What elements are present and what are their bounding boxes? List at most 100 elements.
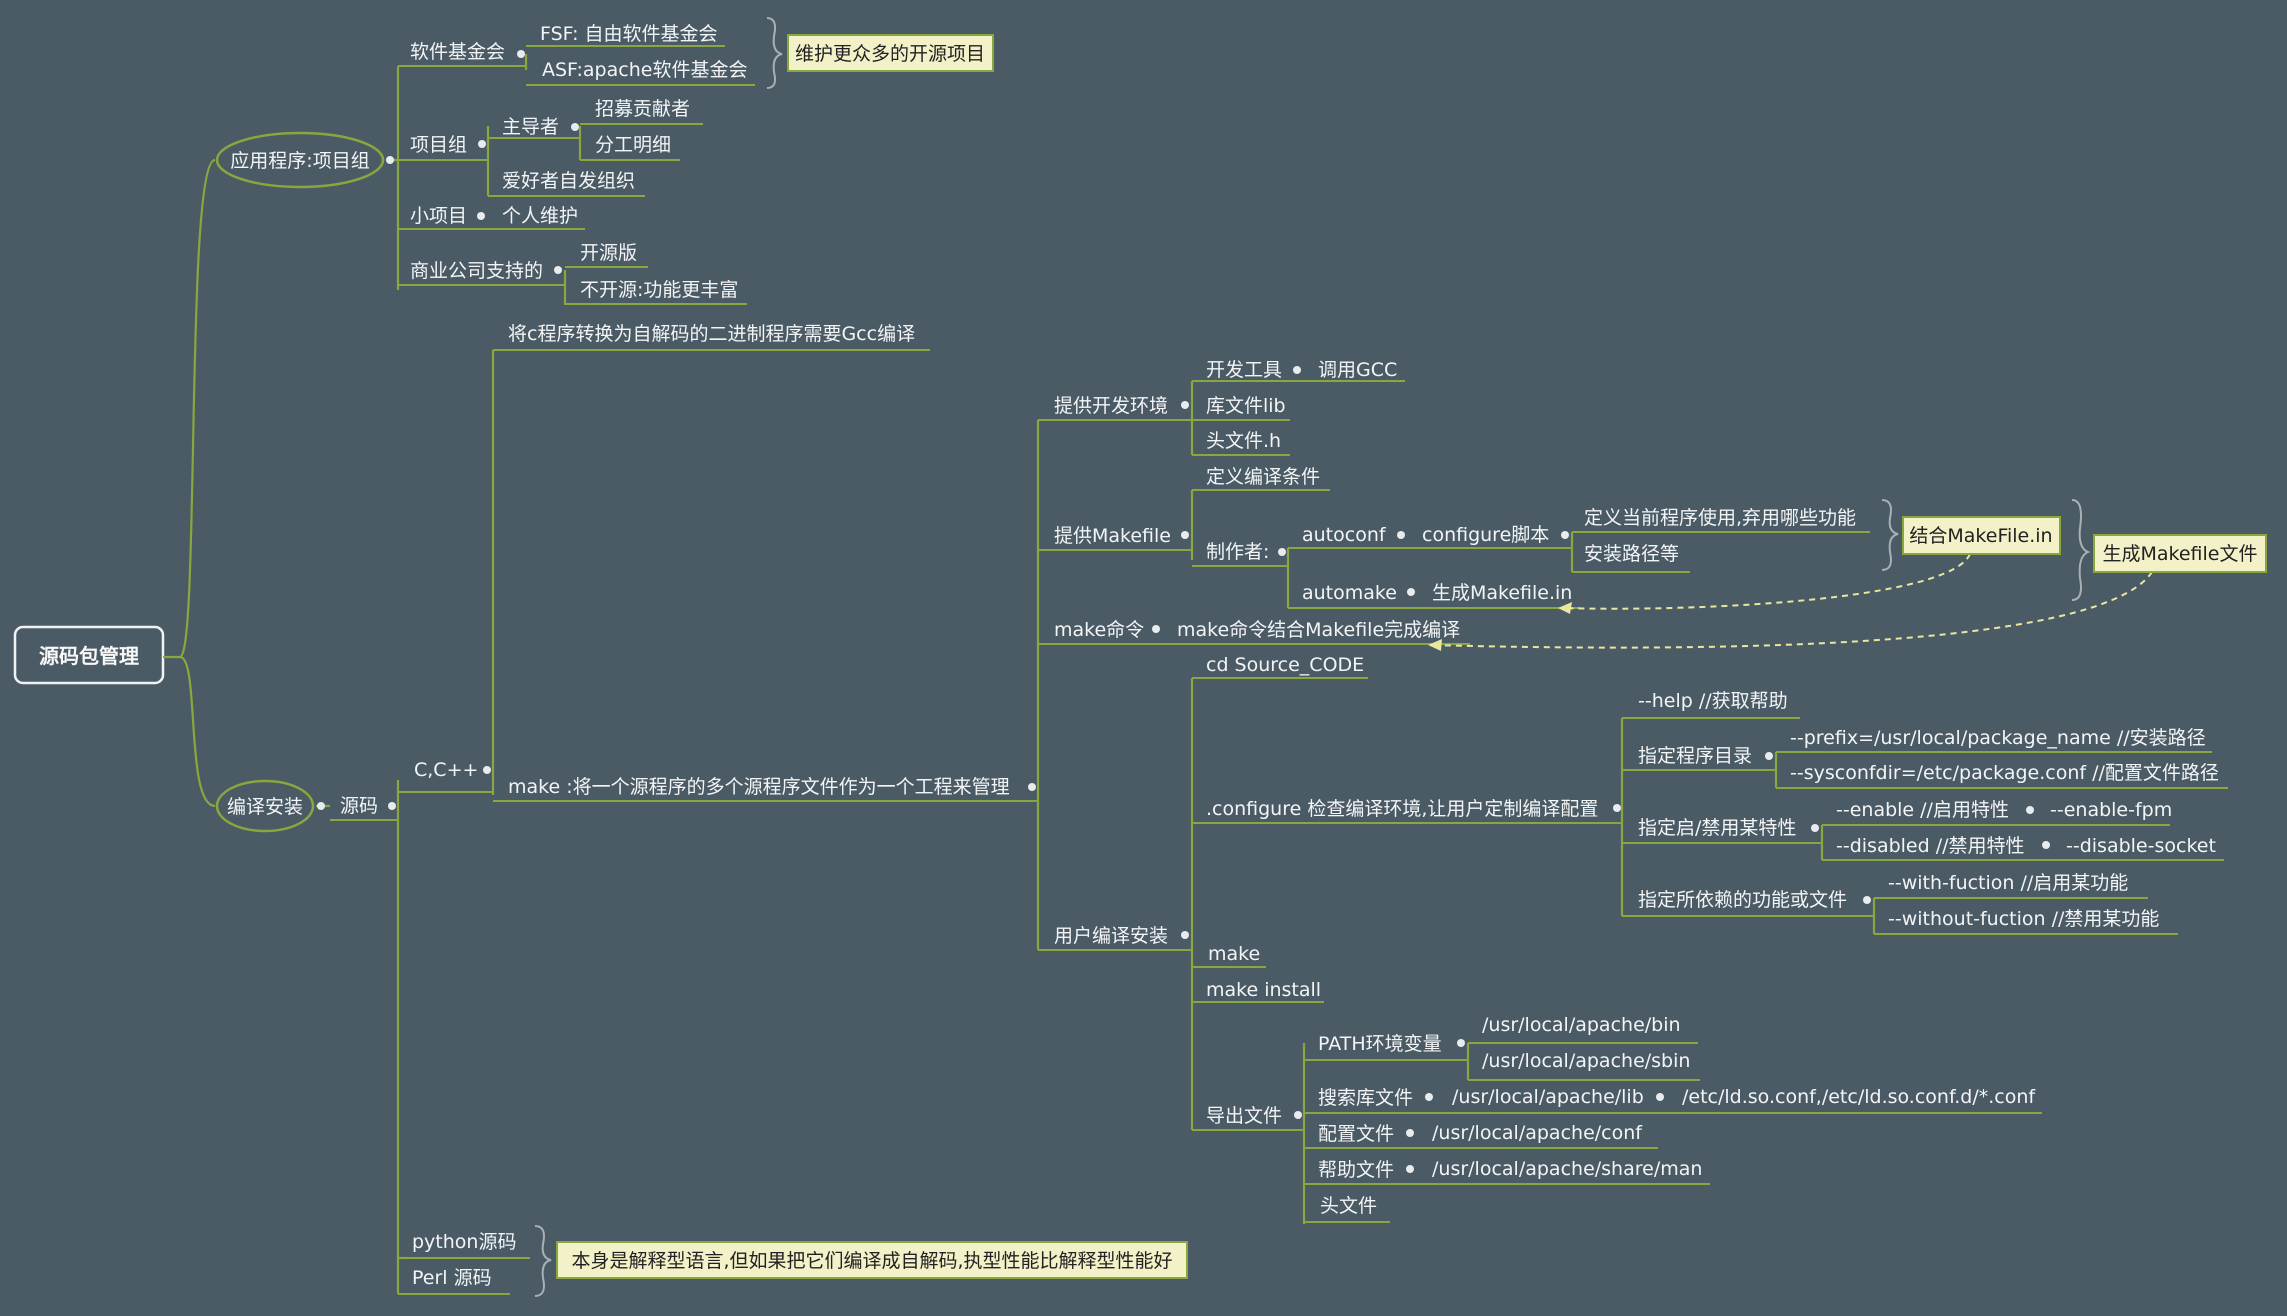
header-label: 头文件.h [1206, 430, 1281, 452]
disabled-label: --disabled //禁用特性 [1836, 835, 2025, 857]
leader-dot [571, 123, 579, 131]
configure-script-dot [1561, 531, 1569, 539]
search-lib-dot [1425, 1093, 1433, 1101]
define-features-label: 定义当前程序使用,弃用哪些功能 [1584, 507, 1856, 529]
source-dot [388, 802, 396, 810]
automake-label: automake [1302, 582, 1397, 604]
help-label: --help //获取帮助 [1638, 690, 1788, 712]
braces [534, 17, 2091, 1297]
hobby-label: 爱好者自发组织 [502, 170, 635, 192]
root-node[interactable]: 源码包管理 [13, 625, 165, 685]
enable-dot [2026, 806, 2034, 814]
configure-script-label: configure脚本 [1422, 524, 1549, 546]
app-dot [386, 156, 394, 164]
commercial-label: 商业公司支持的 [410, 260, 543, 282]
dev-tool-label: 开发工具 [1206, 359, 1282, 381]
note-gen-label: 生成Makefile文件 [2103, 543, 2258, 565]
connectors [178, 54, 1876, 1294]
note-maintain[interactable]: 维护更众多的开源项目 [787, 34, 994, 72]
node-compile[interactable]: 编译安装 [215, 779, 315, 833]
fsf-label: FSF: 自由软件基金会 [540, 23, 718, 45]
dependency-label: 指定所依赖的功能或文件 [1638, 889, 1847, 911]
compile-oval [215, 779, 315, 833]
dev-env-label: 提供开发环境 [1054, 395, 1168, 417]
config-file-dot [1406, 1129, 1414, 1137]
app-oval [215, 131, 385, 189]
header-file-label: 头文件 [1320, 1195, 1377, 1217]
sbin-label: /usr/local/apache/sbin [1482, 1050, 1690, 1072]
asf-label: ASF:apache软件基金会 [542, 59, 747, 81]
note-gen[interactable]: 生成Makefile文件 [2093, 534, 2267, 573]
c-cpp-label: C,C++ [414, 759, 478, 781]
commercial-dot [554, 266, 562, 274]
make-label: make [1208, 943, 1260, 965]
lib-path-label: /usr/local/apache/lib [1452, 1086, 1644, 1108]
c-cpp-dot [483, 766, 491, 774]
open-version-label: 开源版 [580, 242, 637, 264]
cd-source-label: cd Source_CODE [1206, 654, 1364, 676]
configure-dot [1613, 804, 1621, 812]
path-env-dot [1457, 1039, 1465, 1047]
recruit-label: 招募贡献者 [595, 98, 690, 120]
disable-socket-label: --disable-socket [2066, 835, 2216, 857]
source-label: 源码 [340, 795, 378, 817]
export-files-label: 导出文件 [1206, 1105, 1282, 1127]
make-desc-label: make :将一个源程序的多个源程序文件作为一个工程来管理 [508, 776, 1010, 798]
search-lib-label: 搜索库文件 [1318, 1087, 1413, 1109]
autoconf-label: autoconf [1302, 524, 1387, 546]
makefile-label: 提供Makefile [1054, 525, 1171, 547]
small-project-dot [477, 212, 485, 220]
note-interp-box [556, 1241, 1188, 1279]
note-interp[interactable]: 本身是解释型语言,但如果把它们编译成自解码,执型性能比解释型性能好 [556, 1241, 1188, 1279]
division-label: 分工明细 [595, 134, 671, 156]
dev-env-dot [1181, 401, 1189, 409]
without-label: --without-fuction //禁用某功能 [1888, 908, 2159, 930]
conf-path-label: /usr/local/apache/conf [1432, 1122, 1643, 1144]
dependency-dot [1863, 896, 1871, 904]
project-group-dot [478, 140, 486, 148]
configure-label: .configure 检查编译环境,让用户定制编译配置 [1206, 798, 1598, 820]
help-file-dot [1406, 1165, 1414, 1173]
underlines [330, 45, 2228, 1295]
maker-dot [1278, 548, 1286, 556]
closed-version-label: 不开源:功能更丰富 [580, 279, 738, 301]
define-cond-label: 定义编译条件 [1206, 466, 1320, 488]
make-cmd-desc-label: make命令结合Makefile完成编译 [1177, 619, 1460, 641]
automake-dot [1407, 588, 1415, 596]
small-project-label: 小项目 [410, 205, 467, 227]
note-combine-box [1902, 516, 2061, 555]
make-install-label: make install [1206, 979, 1321, 1001]
make-cmd-label: make命令 [1054, 619, 1144, 641]
personal-label: 个人维护 [502, 205, 578, 227]
enable-fpm-label: --enable-fpm [2050, 799, 2172, 821]
with-label: --with-fuction //启用某功能 [1888, 872, 2128, 894]
note-combine[interactable]: 结合MakeFile.in [1902, 516, 2061, 555]
make-cmd-dot [1152, 625, 1160, 633]
app-label: 应用程序:项目组 [230, 150, 369, 172]
gcc-note-label: 将c程序转换为自解码的二进制程序需要Gcc编译 [508, 323, 915, 345]
dashed-links [1428, 553, 2153, 651]
config-file-label: 配置文件 [1318, 1123, 1394, 1145]
compile-label: 编译安装 [227, 796, 303, 818]
autoconf-dot [1397, 531, 1405, 539]
lib-label: 库文件lib [1206, 395, 1286, 417]
path-env-label: PATH环境变量 [1318, 1033, 1442, 1055]
enable-label: --enable //启用特性 [1836, 799, 2009, 821]
node-app[interactable]: 应用程序:项目组 [215, 131, 385, 189]
call-gcc-label: 调用GCC [1318, 359, 1397, 381]
install-dir-label: 指定程序目录 [1638, 745, 1752, 767]
project-group-label: 项目组 [410, 134, 467, 156]
dev-tool-dot [1293, 366, 1301, 374]
user-install-dot [1181, 931, 1189, 939]
sysconfdir-label: --sysconfdir=/etc/package.conf //配置文件路径 [1790, 762, 2219, 784]
make-desc-dot [1028, 783, 1036, 791]
lib-path-dot [1656, 1093, 1664, 1101]
root-box [13, 625, 165, 685]
maker-label: 制作者: [1206, 541, 1269, 563]
note-combine-label: 结合MakeFile.in [1909, 525, 2052, 547]
install-dir-dot [1765, 752, 1773, 760]
foundation-dot [517, 50, 525, 58]
makefile-dot [1181, 531, 1189, 539]
man-path-label: /usr/local/apache/share/man [1432, 1158, 1702, 1180]
